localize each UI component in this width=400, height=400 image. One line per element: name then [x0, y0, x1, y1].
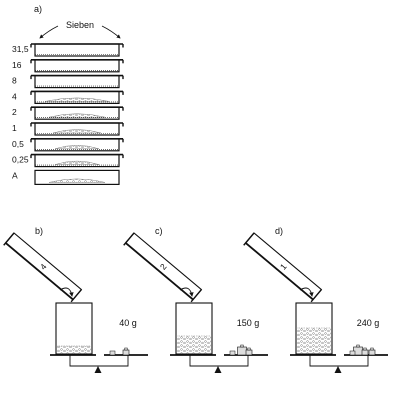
part-label: d)	[275, 226, 283, 236]
sieve-3: 8	[12, 74, 124, 89]
retained-material	[54, 160, 100, 165]
panel-d: d) 1 240 g	[243, 226, 388, 373]
sieve-6: 1	[12, 122, 124, 136]
tilted-tray: 1	[243, 232, 323, 303]
weights	[229, 344, 253, 356]
sieves-label: Sieben	[66, 20, 94, 30]
sieved-material	[297, 328, 331, 354]
retained-material	[52, 129, 102, 134]
weighing-panels: b) 4 40 g c) 2 150 g d) 1 240 g	[3, 226, 388, 373]
collecting-cylinder	[175, 302, 213, 355]
sieve-size-label: 2	[12, 107, 17, 117]
weights	[349, 344, 376, 356]
sieves-caption: Sieben	[39, 20, 121, 39]
retained-material	[48, 178, 106, 183]
panel-b: b) 4 40 g	[3, 226, 148, 373]
sieve-4: 4	[12, 90, 124, 105]
weights	[109, 347, 130, 356]
retained-material	[48, 113, 106, 118]
sieve-size-label: 1	[12, 123, 17, 133]
sieved-material	[177, 336, 211, 354]
sieve-5: 2	[12, 106, 124, 120]
balance	[50, 354, 148, 373]
tray-number: 2	[158, 261, 169, 271]
part-label: c)	[155, 226, 163, 236]
mass-label: 150 g	[237, 318, 260, 328]
balance	[170, 354, 268, 373]
sieve-stack: 31,5 16 8 4 2 1 0,5 0,25A	[12, 43, 124, 185]
balance	[290, 354, 388, 373]
retained-material	[44, 97, 110, 102]
collecting-cylinder	[55, 302, 93, 355]
sieve-1: 31,5	[12, 43, 124, 57]
part-label-a: a)	[34, 4, 42, 14]
tray-number: 1	[278, 261, 289, 271]
sieve-size-label: A	[12, 170, 18, 180]
sieve-size-label: 8	[12, 76, 17, 86]
pour-arrow	[59, 287, 74, 297]
sieve-2: 16	[12, 58, 124, 73]
pour-arrow	[179, 287, 194, 297]
balance-fulcrum	[334, 366, 342, 373]
balance-beam	[69, 355, 129, 367]
retained-material	[54, 145, 100, 149]
sieve-7: 0,5	[12, 138, 124, 152]
mass-label: 40 g	[119, 318, 137, 328]
sieve-size-label: 16	[12, 60, 22, 70]
part-label: b)	[35, 226, 43, 236]
sieve-8: 0,25	[12, 153, 124, 168]
sieve-size-label: 31,5	[12, 44, 29, 54]
sieved-material	[57, 346, 91, 354]
balance-beam	[189, 355, 249, 367]
sieve-size-label: 0,25	[12, 155, 29, 165]
tilted-tray: 4	[3, 232, 83, 303]
sieve-9: A	[12, 169, 120, 185]
balance-fulcrum	[94, 366, 102, 373]
pour-arrow	[299, 287, 314, 297]
mass-label: 240 g	[357, 318, 380, 328]
tray-number: 4	[38, 261, 49, 271]
collecting-cylinder	[295, 302, 333, 355]
sieve-size-label: 4	[12, 91, 17, 101]
panel-c: c) 2 150 g	[123, 226, 268, 373]
balance-beam	[309, 355, 369, 367]
sieve-size-label: 0,5	[12, 139, 24, 149]
balance-fulcrum	[214, 366, 222, 373]
tilted-tray: 2	[123, 232, 203, 303]
